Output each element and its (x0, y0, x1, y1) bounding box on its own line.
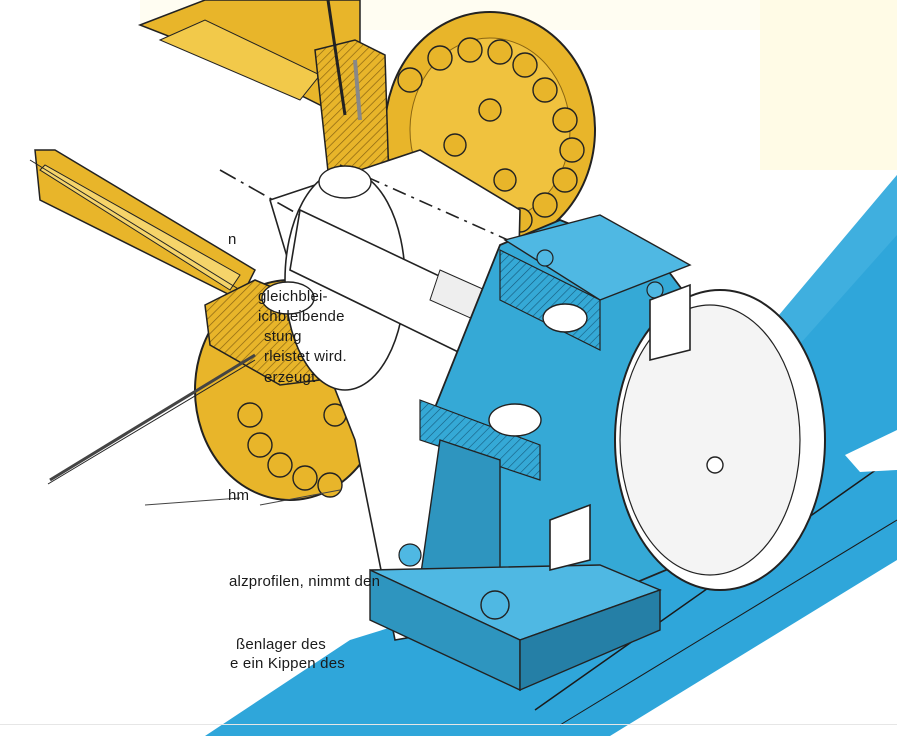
caption-fragment-8: alzprofilen, nimmt den (229, 573, 381, 590)
caption-fragment-9: ßenlager des (236, 636, 326, 653)
flange-bolts-lower (237, 402, 347, 498)
steam-pipe-lower (29, 149, 256, 302)
leader-lines (144, 489, 341, 506)
caption-fragment-1: n (228, 231, 237, 248)
caption-fragment-3: ichbleibende (258, 308, 345, 325)
caption-fragment-2: gleichblei- (258, 288, 328, 305)
steam-pipe-upper (137, 0, 361, 111)
flange-bolts-upper (397, 37, 585, 233)
caption-fragment-7: hm (228, 487, 250, 504)
caption-fragment-6: erzeugt (264, 369, 316, 386)
page-bottom-rule (0, 724, 897, 725)
caption-fragment-4: stung (264, 328, 302, 345)
thrust-collar (549, 283, 826, 591)
caption-fragment-5: rleistet wird. (264, 348, 347, 365)
roller-elements (261, 165, 588, 437)
caption-fragment-10: e ein Kippen des (230, 655, 345, 672)
